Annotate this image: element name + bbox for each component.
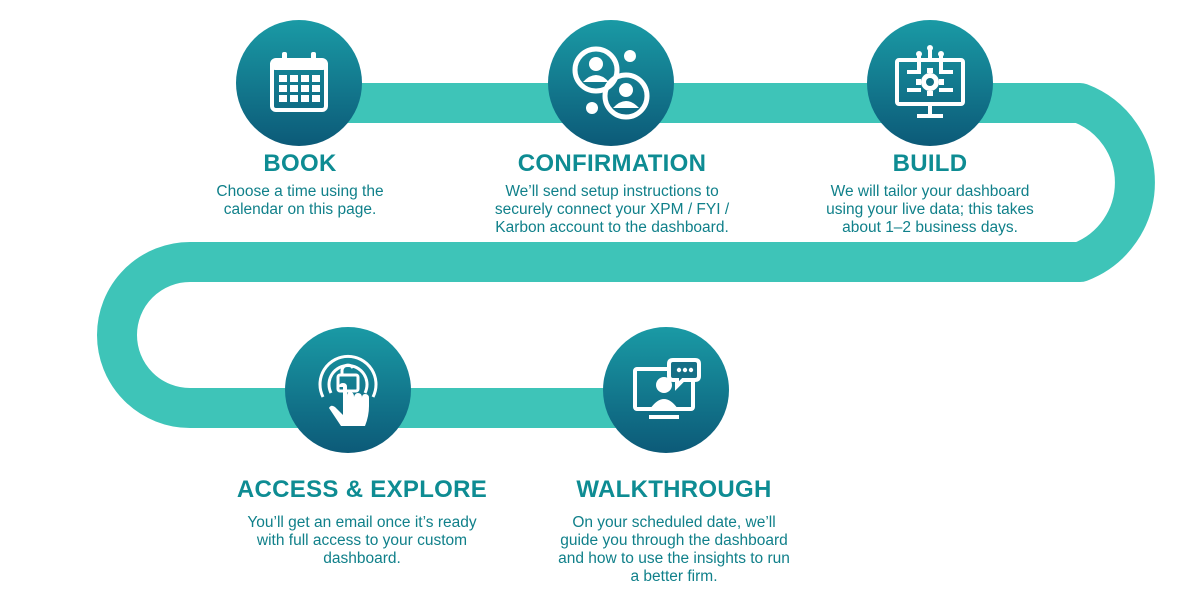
step-build-circle (867, 20, 993, 146)
step-access-description: You’ll get an email once it’s ready with… (197, 514, 527, 568)
step-book-description: Choose a time using the calendar on this… (150, 183, 450, 219)
step-confirmation-circle (548, 20, 674, 146)
description-line: securely connect your XPM / FYI / (494, 201, 730, 218)
description-line: Karbon account to the dashboard. (495, 219, 729, 236)
description-line: We will tailor your dashboard (830, 183, 1030, 200)
step-access-title: ACCESS & EXPLORE (236, 476, 488, 503)
description-line: using your live data; this takes (826, 201, 1034, 218)
description-line: dashboard. (323, 550, 401, 567)
step-confirmation-description: We’ll send setup instructions to securel… (447, 183, 777, 237)
step-build-description: We will tailor your dashboard using your… (775, 183, 1085, 237)
step-access-circle (285, 327, 411, 453)
description-line: On your scheduled date, we’ll (572, 514, 776, 531)
step-book-title: BOOK (263, 150, 337, 177)
step-build-title: BUILD (892, 150, 968, 177)
touch-unlock-icon (285, 327, 411, 453)
description-line: and how to use the insights to run (558, 550, 790, 567)
video-call-icon (603, 327, 729, 453)
calendar-icon (236, 20, 362, 146)
step-walkthrough-description: On your scheduled date, we’ll guide you … (519, 514, 829, 586)
description-line: calendar on this page. (223, 201, 377, 218)
description-line: about 1–2 business days. (842, 219, 1018, 236)
step-confirmation-title: CONFIRMATION (517, 150, 707, 177)
description-line: We’ll send setup instructions to (505, 183, 719, 200)
description-line: Choose a time using the (216, 183, 384, 200)
description-line: with full access to your custom (256, 532, 468, 549)
description-line: guide you through the dashboard (560, 532, 788, 549)
step-walkthrough-circle (603, 327, 729, 453)
step-walkthrough-title: WALKTHROUGH (576, 476, 772, 503)
description-line: You’ll get an email once it’s ready (247, 514, 477, 531)
step-book-circle (236, 20, 362, 146)
monitor-gear-icon (867, 20, 993, 146)
description-line: a better firm. (630, 568, 718, 585)
connected-users-icon (548, 20, 674, 146)
